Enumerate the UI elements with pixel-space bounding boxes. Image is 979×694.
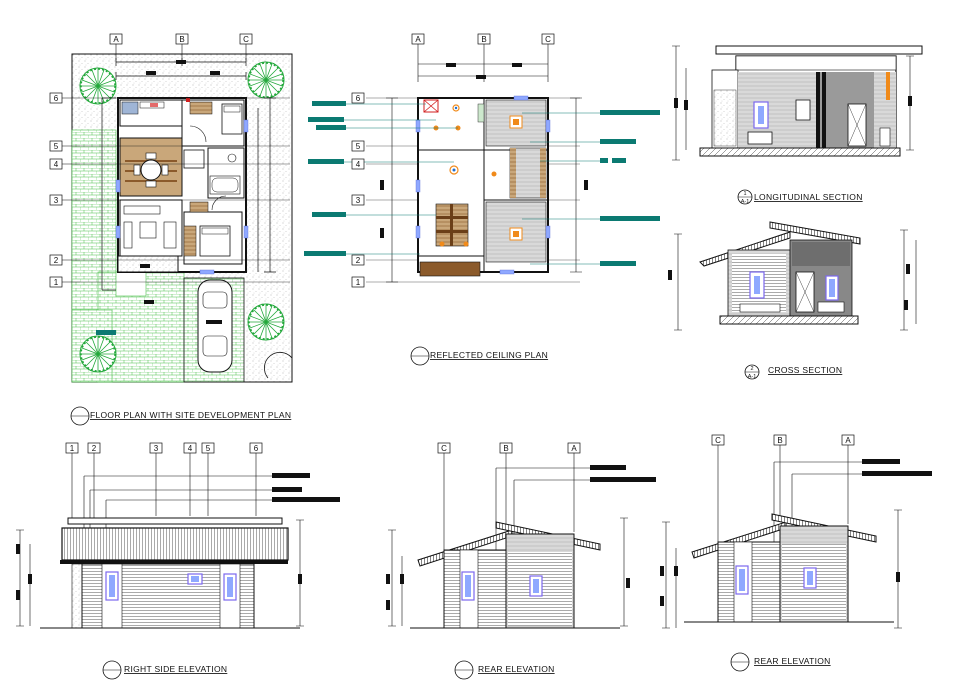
rcp-grid-col-labels: A B C <box>411 33 555 45</box>
right-elevation-title: RIGHT SIDE ELEVATION <box>124 664 227 674</box>
rcp-grid-col-c: C <box>545 35 551 44</box>
rcp-grid-row-3: 3 <box>356 196 361 205</box>
longitudinal-section-title: LONGITUDINAL SECTION <box>754 192 863 202</box>
rcp-grid-row-labels: 6 5 4 3 2 1 <box>351 92 365 288</box>
right-elev-grid-1: 1 <box>70 444 75 453</box>
right-elev-grid-6: 6 <box>254 444 259 453</box>
right-elev-grid-4: 4 <box>188 444 193 453</box>
cross-section-ref-num: 2 <box>750 366 753 372</box>
material-tag <box>96 330 116 335</box>
right-elev-grid-2: 2 <box>92 444 97 453</box>
rear1-grid-c: C <box>441 444 447 453</box>
right-side-elevation: 1 2 3 4 5 6 <box>16 442 340 680</box>
floor-plan: A B C 6 5 4 3 2 1 FLOOR PLAN WITH SITE D… <box>49 33 293 426</box>
reflected-ceiling-plan: A B C 6 5 4 3 2 1 REFLECTED CEILING PLAN <box>304 33 660 366</box>
grid-row-2: 2 <box>54 256 59 265</box>
grid-col-a: A <box>113 35 119 44</box>
right-elev-grid-3: 3 <box>154 444 159 453</box>
cross-section-title: CROSS SECTION <box>768 365 842 375</box>
rcp-grid-row-6: 6 <box>356 94 361 103</box>
rear1-grid-b: B <box>503 444 508 453</box>
rear-elevation-2: C B A REAR ELEVATION <box>660 434 932 672</box>
cross-section: 2 A-1 CROSS SECTION <box>668 221 917 380</box>
rcp-grid-row-2: 2 <box>356 256 361 265</box>
rcp-grid-row-5: 5 <box>356 142 361 151</box>
long-section-ref-num: 1 <box>743 191 746 197</box>
right-elev-grid-labels: 1 2 3 4 5 6 <box>65 442 263 454</box>
grid-row-3: 3 <box>54 196 59 205</box>
rcp-grid-row-4: 4 <box>356 160 361 169</box>
grid-row-4: 4 <box>54 160 59 169</box>
ceiling-plan-title: REFLECTED CEILING PLAN <box>430 350 548 360</box>
rear1-grid-a: A <box>571 444 577 453</box>
rcp-grid-col-b: B <box>481 35 486 44</box>
longitudinal-section: 1 A-1 LONGITUDINAL SECTION <box>672 45 923 205</box>
rear-elevation-1-title: REAR ELEVATION <box>478 664 555 674</box>
rcp-grid-row-1: 1 <box>356 278 361 287</box>
rear-elevation-2-title: REAR ELEVATION <box>754 656 831 666</box>
north-arrow-icon <box>264 351 293 379</box>
tree-icon <box>247 61 285 99</box>
grid-col-labels: A B C <box>109 33 253 45</box>
grid-row-1: 1 <box>54 278 59 287</box>
tree-icon <box>79 335 117 373</box>
rcp-grid-col-a: A <box>415 35 421 44</box>
rear-elevation-1: C B A REAR ELEVATION <box>386 442 656 680</box>
cross-section-ref-sheet: A-1 <box>748 374 757 380</box>
grid-col-b: B <box>179 35 184 44</box>
rear2-grid-a: A <box>845 436 851 445</box>
light-fixtures <box>433 104 523 247</box>
long-section-ref-sheet: A-1 <box>741 199 750 205</box>
tree-icon <box>79 67 117 105</box>
floor-plan-title: FLOOR PLAN WITH SITE DEVELOPMENT PLAN <box>90 410 291 420</box>
grid-row-5: 5 <box>54 142 59 151</box>
right-elev-grid-5: 5 <box>206 444 211 453</box>
tree-icon <box>247 303 285 341</box>
rear2-grid-b: B <box>777 436 782 445</box>
rear-elev-2-grid-labels: C B A <box>711 434 855 446</box>
grid-row-6: 6 <box>54 94 59 103</box>
grid-col-c: C <box>243 35 249 44</box>
grid-row-labels: 6 5 4 3 2 1 <box>49 92 63 288</box>
rear-elev-1-grid-labels: C B A <box>437 442 581 454</box>
rear2-grid-c: C <box>715 436 721 445</box>
